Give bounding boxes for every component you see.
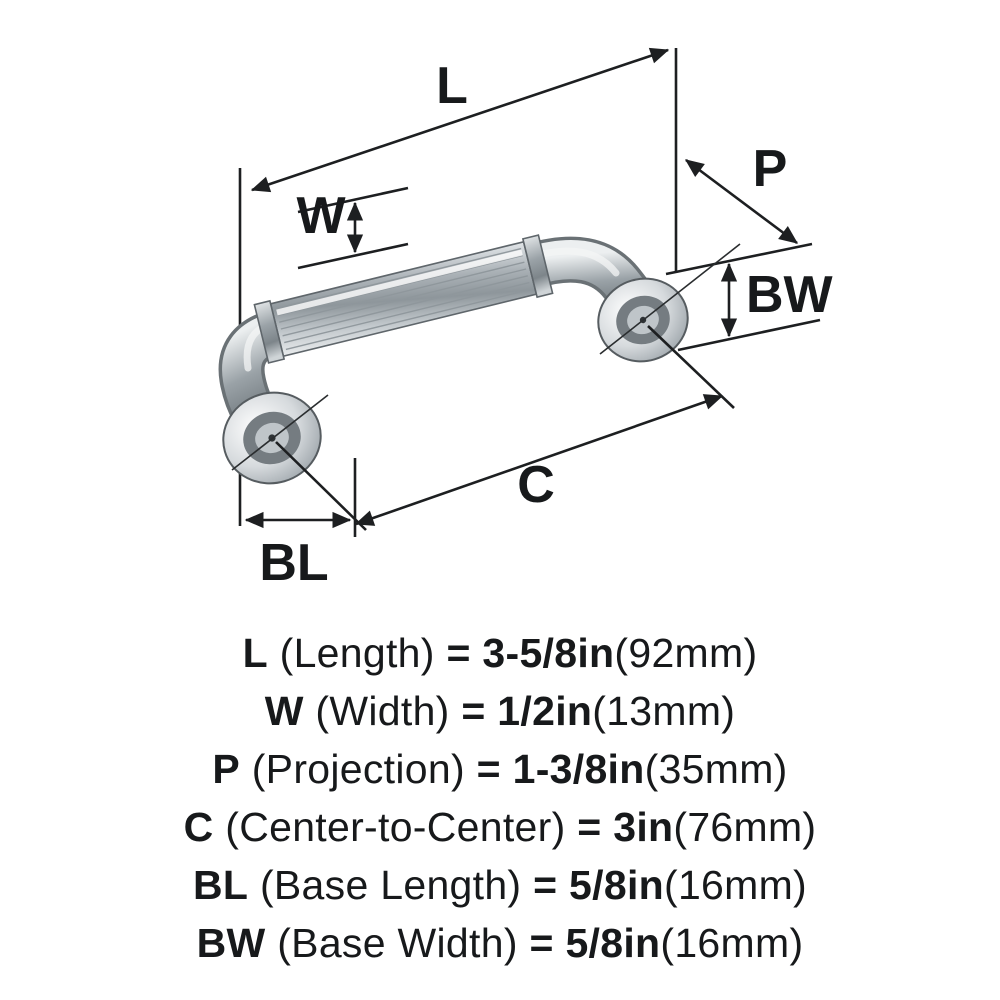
spec-equals: = [577,804,602,850]
handle-barrel [253,234,554,364]
dim-label-L: L [436,57,468,115]
spec-term: L [242,630,268,676]
handle-diagram-svg: L W P BW C BL [218,47,834,592]
spec-value-imperial: 5/8in [569,862,664,908]
spec-equals: = [529,920,554,966]
spec-value-metric: (76mm) [673,804,817,850]
spec-term-name: (Length) [279,630,435,676]
spec-value-imperial: 3-5/8in [482,630,615,676]
dim-label-W: W [296,187,346,245]
spec-term: W [264,688,304,734]
diagram-area: L W P BW C BL [218,47,834,592]
dimension-lines [231,47,821,537]
spec-row-length: L (Length) = 3-5/8in(92mm) [0,624,1000,682]
screw-axis-line-left [231,394,329,471]
spec-value-metric: (16mm) [663,862,808,908]
spec-row-base-length: BL (Base Length) = 5/8in(16mm) [0,856,1000,914]
tick-W-bottom [297,242,409,270]
dim-label-C: C [517,456,555,514]
barrel-collar-right [521,234,554,299]
spec-list: L (Length) = 3-5/8in(92mm) W (Width) = 1… [0,624,1000,972]
spec-term: BL [192,862,249,908]
dim-label-BL: BL [259,534,328,592]
pull-handle-drawing [218,234,689,485]
spec-row-width: W (Width) = 1/2in(13mm) [0,682,1000,740]
spec-value-metric: (13mm) [592,688,736,734]
spec-term-name: (Center-to-Center) [225,804,566,850]
tick-W-top [297,186,409,214]
spec-value-metric: (16mm) [660,920,804,966]
tick-BW-bottom [677,318,821,352]
spec-equals: = [476,746,501,792]
screw-axis-line-right [599,243,741,355]
spec-term-name: (Base Width) [277,920,518,966]
barrel-highlight [276,249,523,316]
dim-line-C [354,394,724,526]
spec-value-imperial: 1-3/8in [512,746,645,792]
spec-value-imperial: 3in [613,804,674,850]
spec-value-imperial: 1/2in [497,688,593,734]
dim-line-P [684,158,799,245]
spec-value-metric: (92mm) [614,630,758,676]
spec-equals: = [446,630,471,676]
spec-row-center-to-center: C (Center-to-Center) = 3in(76mm) [0,798,1000,856]
spec-term: BW [196,920,266,966]
extension-line-C-left [275,441,367,531]
spec-equals: = [533,862,558,908]
dim-label-BW: BW [746,266,834,324]
spec-term: P [212,746,241,792]
spec-equals: = [461,688,486,734]
spec-term: C [183,804,214,850]
spec-row-projection: P (Projection) = 1-3/8in(35mm) [0,740,1000,798]
dim-label-P: P [753,140,788,198]
spec-value-metric: (35mm) [644,746,788,792]
spec-term-name: (Width) [315,688,450,734]
tick-BW-top [665,242,813,276]
spec-term-name: (Projection) [251,746,465,792]
spec-value-imperial: 5/8in [565,920,661,966]
dim-line-L [250,47,670,193]
barrel-collar-left [253,299,286,364]
spec-row-base-width: BW (Base Width) = 5/8in(16mm) [0,914,1000,972]
spec-term-name: (Base Length) [259,862,522,908]
